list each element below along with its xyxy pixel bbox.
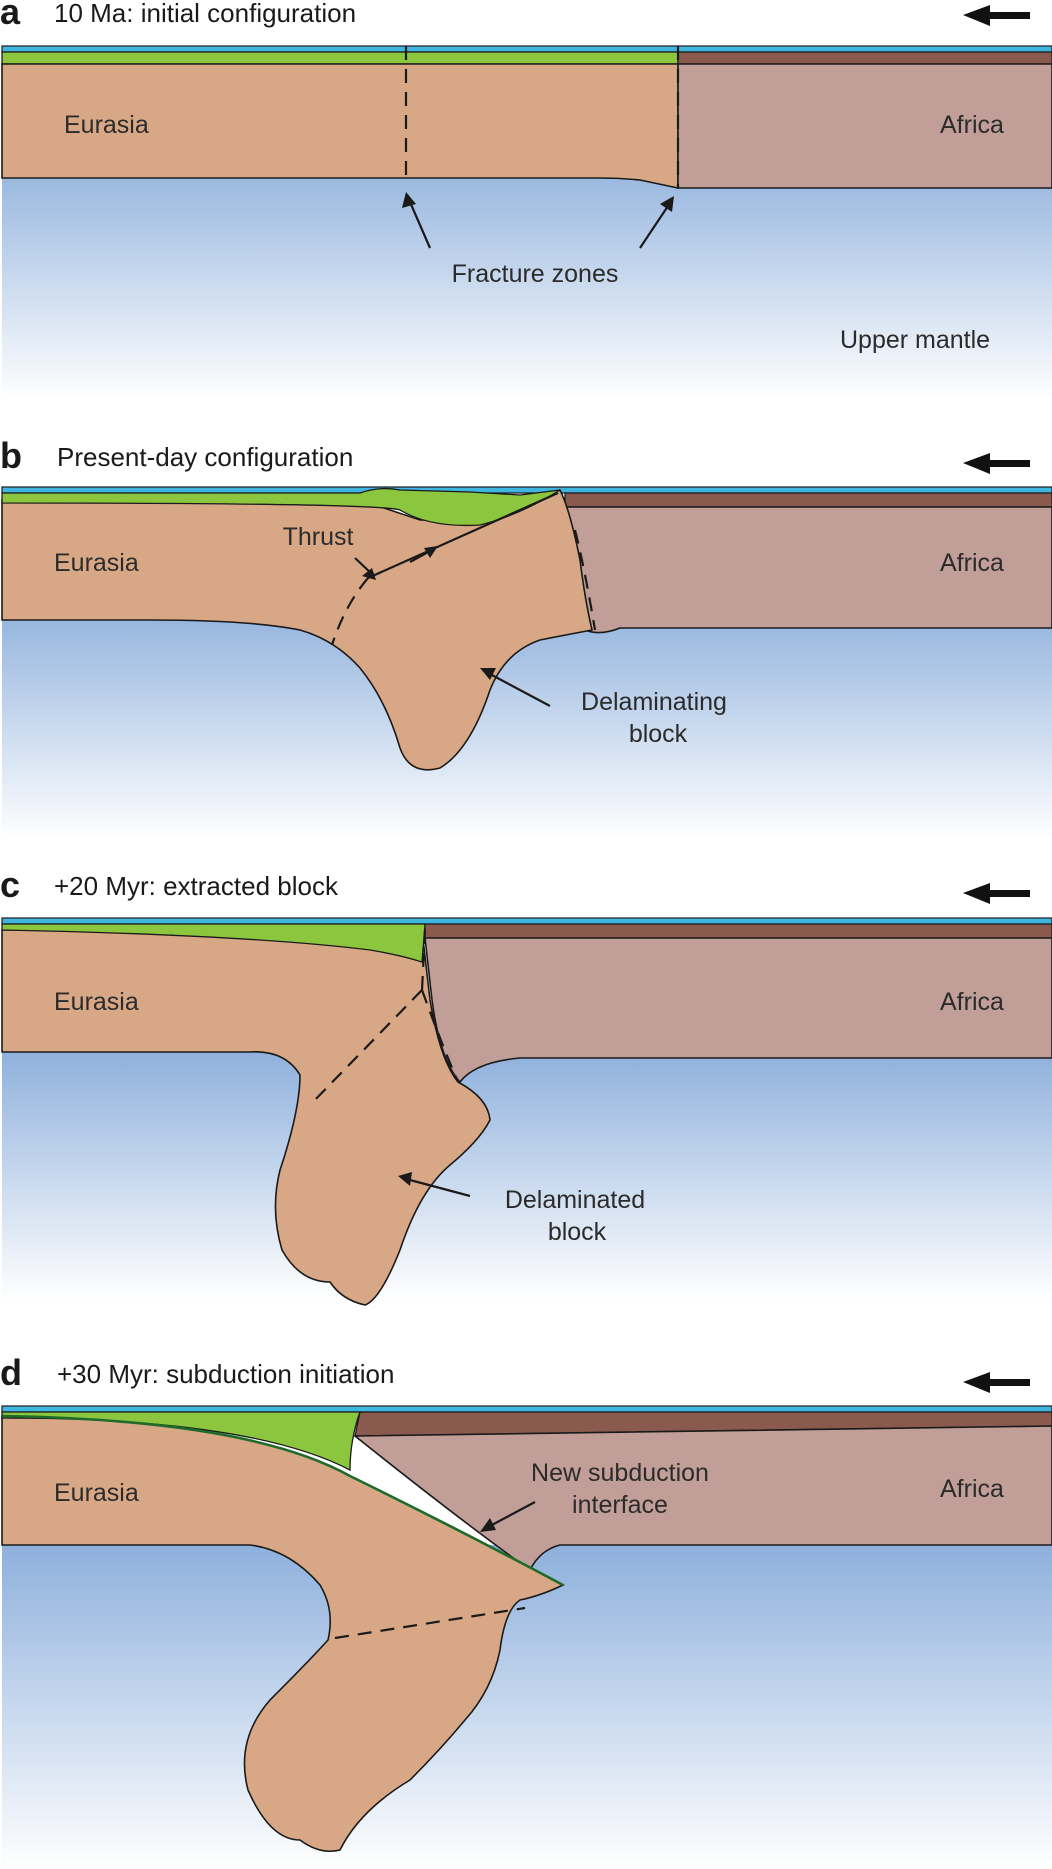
africa-sediment-b (564, 492, 1052, 508)
label-new-subduction-1: New subduction (531, 1459, 709, 1487)
plate-boundary-c2 (420, 989, 460, 1083)
label-delaminating-2: block (629, 720, 688, 748)
detachment-c (309, 989, 423, 1106)
arrow-fz1 (408, 201, 432, 249)
label-eurasia-b: Eurasia (54, 549, 139, 577)
africa-plate-c (424, 937, 1052, 1084)
label-new-subduction-2: interface (572, 1491, 668, 1519)
eurasia-plate-a (1, 63, 679, 189)
sediment-c (1, 923, 426, 963)
arrow-left-icon-d (963, 1372, 1030, 1393)
detachment-d (334, 1606, 526, 1640)
upper-mantle-c (2, 1050, 1052, 1300)
arrowhead-block-b (480, 668, 496, 680)
arrow-left-icon-c (963, 883, 1030, 904)
arrow-left-icon-b (963, 453, 1030, 474)
ocean-a (1, 45, 1052, 53)
panel-b (1, 486, 1052, 840)
ocean-b (1, 486, 1052, 494)
panel-letter-a: a (0, 0, 21, 32)
arrowhead-fz2 (660, 196, 674, 212)
label-delaminated-1: Delaminated (505, 1186, 645, 1214)
label-upper-mantle: Upper mantle (840, 326, 990, 354)
label-delaminated-2: block (548, 1218, 607, 1246)
arrow-fz2 (639, 205, 669, 249)
label-africa-d: Africa (940, 1475, 1004, 1503)
arrowhead-block-c (398, 1172, 412, 1186)
sediment-b (1, 487, 561, 527)
panel-c (1, 917, 1052, 1306)
upper-mantle-a (2, 150, 1052, 400)
panel-title-d: +30 Myr: subduction initiation (57, 1359, 394, 1389)
arrow-left-icon-a (963, 5, 1030, 26)
label-eurasia-a: Eurasia (64, 111, 149, 139)
thrust-dashed-b (330, 577, 369, 646)
panel-title-b: Present-day configuration (57, 442, 353, 472)
plate-boundary-c (420, 929, 427, 991)
label-africa-b: Africa (940, 549, 1004, 577)
panel-letter-b: b (0, 435, 22, 476)
subduction-interface (1, 1414, 564, 1587)
arrowhead-thrust (362, 568, 376, 580)
panel-title-c: +20 Myr: extracted block (54, 871, 339, 901)
eurasia-plate-c (1, 929, 491, 1306)
label-eurasia-d: Eurasia (54, 1479, 139, 1507)
panel-a (1, 45, 1052, 400)
panel-letter-d: d (0, 1352, 22, 1393)
arrow-interface (489, 1501, 536, 1527)
plate-boundary-b (573, 529, 597, 631)
label-fracture-zones: Fracture zones (452, 260, 619, 288)
africa-sediment-a (677, 51, 1052, 65)
plate-motion-arrows (963, 5, 1030, 1393)
africa-sediment-c (424, 923, 1052, 939)
arrowhead-interface (480, 1518, 496, 1532)
africa-sediment-d (354, 1411, 1052, 1437)
label-thrust: Thrust (283, 523, 354, 551)
label-eurasia-c: Eurasia (54, 988, 139, 1016)
arrowhead-fz1 (402, 192, 416, 208)
ocean-c (1, 917, 1052, 925)
thrust-fault (367, 491, 559, 580)
panel-d (1, 1405, 1052, 1869)
ocean-d (1, 1405, 1052, 1413)
label-africa-a: Africa (940, 111, 1004, 139)
arrow-block-c (409, 1178, 471, 1198)
label-africa-c: Africa (940, 988, 1004, 1016)
thrust-slip-arrowhead (424, 546, 438, 558)
label-delaminating-1: Delaminating (581, 688, 727, 716)
sediment-a (1, 51, 679, 65)
panel-letter-c: c (0, 864, 20, 905)
panel-title-a: 10 Ma: initial configuration (54, 0, 356, 28)
eurasia-plate-b (1, 488, 593, 771)
arrow-block-b (489, 673, 551, 707)
